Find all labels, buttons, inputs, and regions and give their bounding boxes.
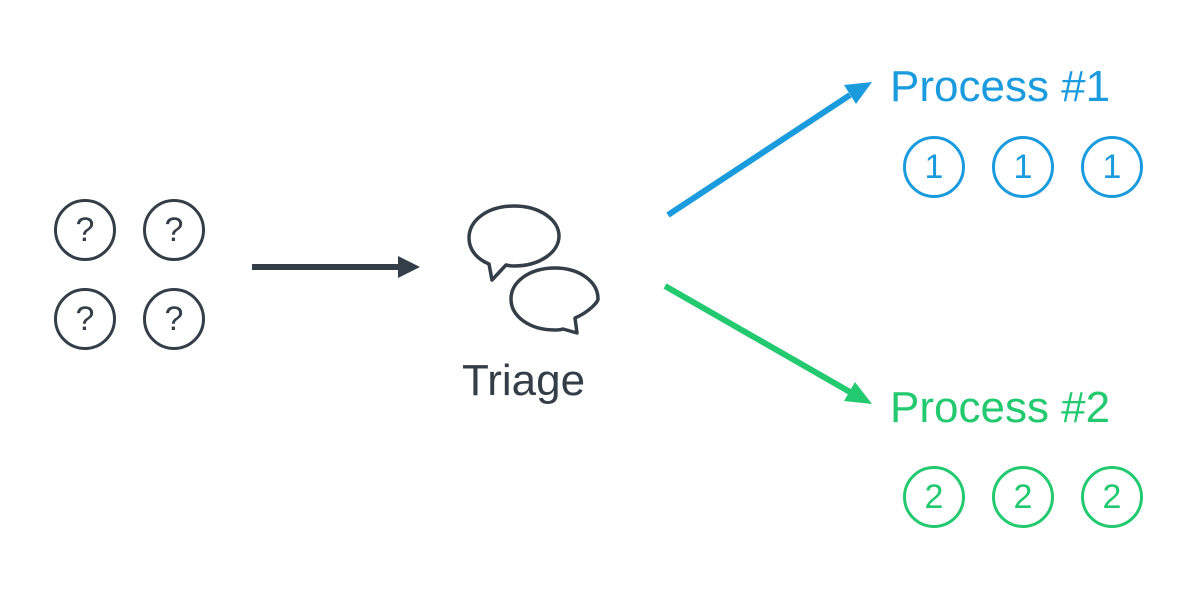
process1-item-token: 1: [1081, 136, 1143, 198]
process1-item-token: 1: [992, 136, 1054, 198]
process2-item-token: 2: [903, 466, 965, 528]
process2-item-token: 2: [1081, 466, 1143, 528]
speech-bubbles-icon: [467, 204, 600, 335]
triage-to-process1-arrow: [666, 82, 872, 218]
process2-label: Process #2: [890, 383, 1111, 432]
process2-item-token: 2: [992, 466, 1054, 528]
process1-label: Process #1: [890, 62, 1111, 111]
unknown-item-token: ?: [54, 199, 116, 261]
unknown-item-token: ?: [143, 288, 205, 350]
triage-label: Triage: [462, 356, 586, 405]
unknown-item-token: ?: [54, 288, 116, 350]
triage-to-process2-arrow: [663, 283, 872, 404]
process1-item-token: 1: [903, 136, 965, 198]
input-to-triage-arrow: [252, 256, 420, 278]
unknown-item-token: ?: [143, 199, 205, 261]
